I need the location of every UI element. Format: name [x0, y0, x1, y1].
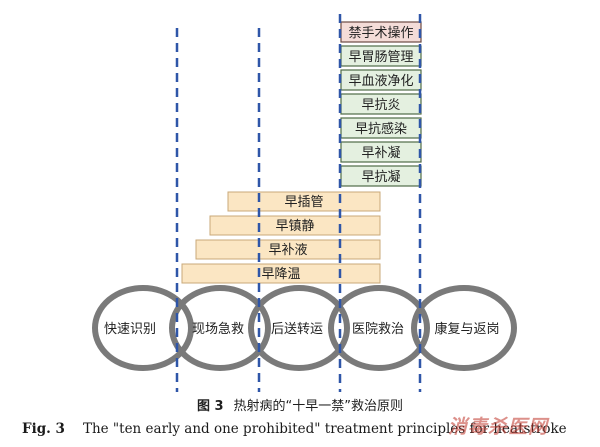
stage-label-1: 快速识别	[104, 322, 156, 337]
figure-title-chinese: 热射病的“十早一禁”救治原则	[233, 399, 404, 414]
prehospital-bar-1	[227, 191, 381, 212]
hospital-label-3: 早血液净化	[348, 74, 413, 89]
phase-dividers	[175, 14, 422, 392]
stage-ring-2	[169, 285, 271, 371]
stage-label-2: 现场急救	[192, 321, 244, 337]
hospital-label-7: 早抗凝	[361, 169, 400, 185]
prehospital-label-1: 早插管	[284, 195, 323, 210]
figure-number-chinese: 图 3	[196, 399, 224, 414]
prehospital-label-2: 早镇静	[275, 219, 314, 234]
hospital-label-1: 禁手术操作	[348, 25, 413, 41]
figure-title-english: The "ten early and one prohibited" treat…	[82, 421, 567, 437]
hospital-label-4: 早抗炎	[361, 98, 400, 113]
stage-label-5: 康复与返岗	[434, 321, 499, 337]
stage-label-3: 后送转运	[271, 322, 323, 337]
prehospital-bar-4	[181, 263, 381, 284]
stage-ring-3	[248, 285, 350, 371]
stage-ring-4	[328, 285, 430, 371]
hospital-label-5: 早抗感染	[355, 121, 407, 137]
hospital-box-5	[340, 117, 422, 139]
hospital-box-2	[340, 45, 422, 67]
prehospital-bar-3	[195, 239, 381, 260]
prehospital-measures: 早插管 早镇静 早补液 早降温	[181, 191, 381, 284]
stage-rings	[92, 285, 517, 371]
prehospital-label-3: 早补液	[268, 243, 307, 258]
figure-caption-chinese: 图 3 热射病的“十早一禁”救治原则	[0, 395, 600, 414]
prehospital-bar-2	[209, 215, 381, 236]
figure-number-english: Fig. 3	[22, 421, 65, 437]
hospital-label-2: 早胃肠管理	[348, 50, 413, 65]
stage-ring-5	[411, 285, 517, 371]
prehospital-label-4: 早降温	[261, 267, 300, 282]
stage-labels: 快速识别 现场急救 后送转运 医院救治 康复与返岗	[104, 321, 500, 337]
hospital-label-6: 早补凝	[361, 145, 400, 161]
stage-ring-1	[92, 285, 194, 371]
stage-label-4: 医院救治	[352, 321, 404, 337]
figure-caption-english: Fig. 3 The "ten early and one prohibited"…	[22, 421, 567, 437]
site-watermark: 消毒杀医网	[448, 416, 549, 438]
hospital-box-7	[340, 165, 422, 187]
hospital-measures: 禁手术操作 早胃肠管理 早血液净化 早抗炎 早抗感染 早补凝 早抗凝	[340, 21, 422, 187]
